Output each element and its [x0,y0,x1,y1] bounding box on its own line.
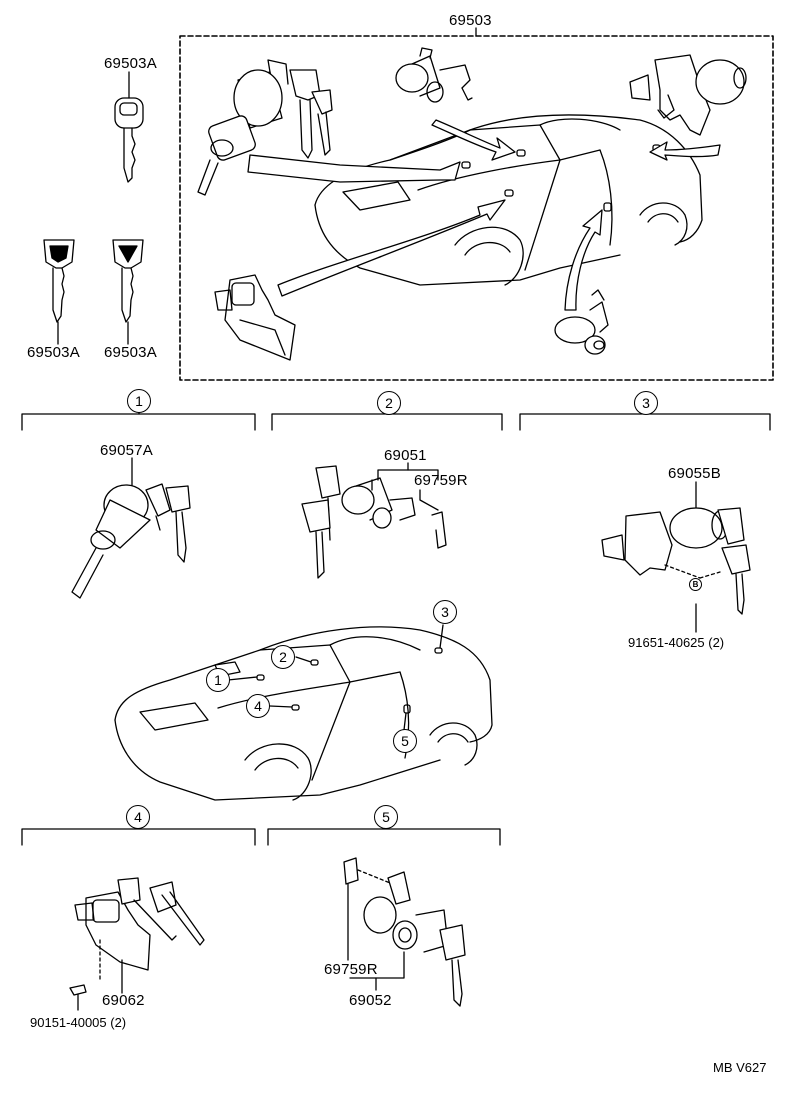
group3-part-no: 69055B [668,465,721,482]
group4-screw-part-no: 90151-40005 (2) [30,1015,127,1030]
key-right-part-no: 69503A [104,344,157,361]
group3-bolt-part-no: 91651-40625 (2) [628,635,725,650]
figure-code: MB V627 [713,1060,767,1075]
group1-part-no: 69057A [100,442,153,459]
car-callout [114,624,493,801]
callout-2: 2 [271,645,295,669]
door-lock-cylinder-frame-2 [554,289,609,355]
group5-doorlock [343,857,466,1007]
callout-4: 4 [246,694,270,718]
key-master-top [114,71,144,183]
group1-ignition [71,457,191,599]
group-marker-5: 5 [374,805,398,829]
group5-part-no: 69052 [349,992,392,1009]
group-marker-1: 1 [127,389,151,413]
group3-trunk [601,481,751,633]
group2-part-no: 69051 [384,447,427,464]
key-left-part-no: 69503A [27,344,80,361]
glovebox-lock-frame [214,274,296,361]
key-left [43,239,75,345]
group2-doorlock [301,462,447,579]
group-marker-2: 2 [377,391,401,415]
group4-lock [69,877,205,1011]
master-key-part-no: 69503A [104,55,157,72]
trunk-lock-frame [629,54,747,136]
callout-1: 1 [206,668,230,692]
group2-sub-part-no: 69759R [414,472,468,489]
group5-sub-part-no: 69759R [324,961,378,978]
callout-3: 3 [433,600,457,624]
group-marker-3: 3 [634,391,658,415]
ignition-cylinder-frame [197,59,333,196]
frame-arrows [247,119,721,311]
door-lock-cylinder-frame [395,47,473,103]
callout-5: 5 [393,729,417,753]
car-main [314,114,703,286]
main-assembly-part-no: 69503 [449,12,492,29]
group-marker-4: 4 [126,805,150,829]
group3-bolt-marker: B [689,578,702,591]
key-right [112,239,144,345]
group4-part-no: 69062 [102,992,145,1009]
